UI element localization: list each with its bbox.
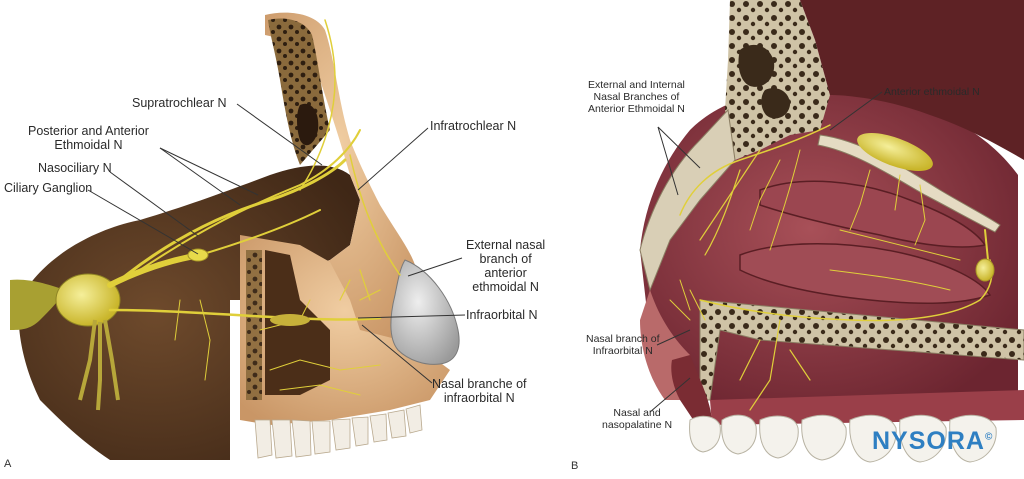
upper-soft-tissue	[800, 0, 1024, 160]
label-external-internal-nasal-branches: External and Internal Nasal Branches of …	[588, 79, 685, 115]
middle-turbinate	[759, 180, 987, 248]
brand-name: NYSORA	[872, 427, 985, 455]
frontal-bone-b	[725, 0, 830, 160]
alveolar-mucosa	[710, 390, 1024, 425]
panel-letter-b: B	[571, 460, 579, 472]
trigeminal-ganglion	[55, 273, 121, 327]
label-ciliary-ganglion: Ciliary Ganglion	[4, 181, 93, 195]
olfactory-bulb	[857, 133, 933, 171]
ciliary-ganglion-node	[187, 248, 209, 262]
brand-copyright-mark: ©	[984, 431, 994, 443]
label-infratrochlear-n: Infratrochlear N	[430, 119, 517, 133]
label-anterior-ethmoidal-n: Anterior ethmoidal N	[884, 86, 980, 98]
label-nasal-branche-infraorbital: Nasal branche of infraorbital N	[432, 377, 527, 405]
leader-lines-a	[87, 103, 466, 384]
label-nasal-branch-infraorbital: Nasal branch of Infraorbital N	[586, 333, 660, 357]
label-supratrochlear-n: Supratrochlear N	[132, 96, 227, 110]
frontal-sinus-cavity	[297, 103, 319, 146]
trigeminal-stem	[10, 279, 65, 330]
inferior-turbinate	[739, 243, 992, 305]
panel-letter-a: A	[4, 458, 12, 470]
label-posterior-anterior-ethmoidal-n: Posterior and Anterior Ethmoidal N	[28, 124, 149, 152]
label-infraorbital-n: Infraorbital N	[466, 308, 538, 322]
nysora-logo: NYSORA©	[872, 427, 993, 456]
nerve-root-bundle	[78, 319, 120, 411]
leader-lines-b	[649, 91, 883, 413]
infraorbital-node	[270, 314, 310, 326]
figure-a-art	[10, 12, 466, 460]
label-nasal-nasopalatine-n: Nasal and nasopalatine N	[602, 407, 673, 431]
nerves-b	[669, 124, 993, 411]
frontal-nasal-bone	[265, 12, 415, 340]
frontal-sinus-b	[738, 44, 775, 87]
external-nose	[390, 259, 460, 365]
upper-teeth-b	[689, 414, 997, 463]
figure-b-art	[639, 0, 1024, 463]
nerves-a	[107, 19, 401, 396]
upper-lip	[671, 355, 712, 430]
frontal-sinus-b2	[761, 88, 790, 119]
label-external-nasal-branch: External nasal branch of anterior ethmoi…	[466, 238, 546, 294]
maxillary-sinus-spongy	[246, 250, 262, 400]
upper-teeth-a	[254, 404, 423, 459]
label-nasociliary-n: Nasociliary N	[38, 161, 112, 175]
sphenopalatine-ganglion	[975, 258, 995, 282]
